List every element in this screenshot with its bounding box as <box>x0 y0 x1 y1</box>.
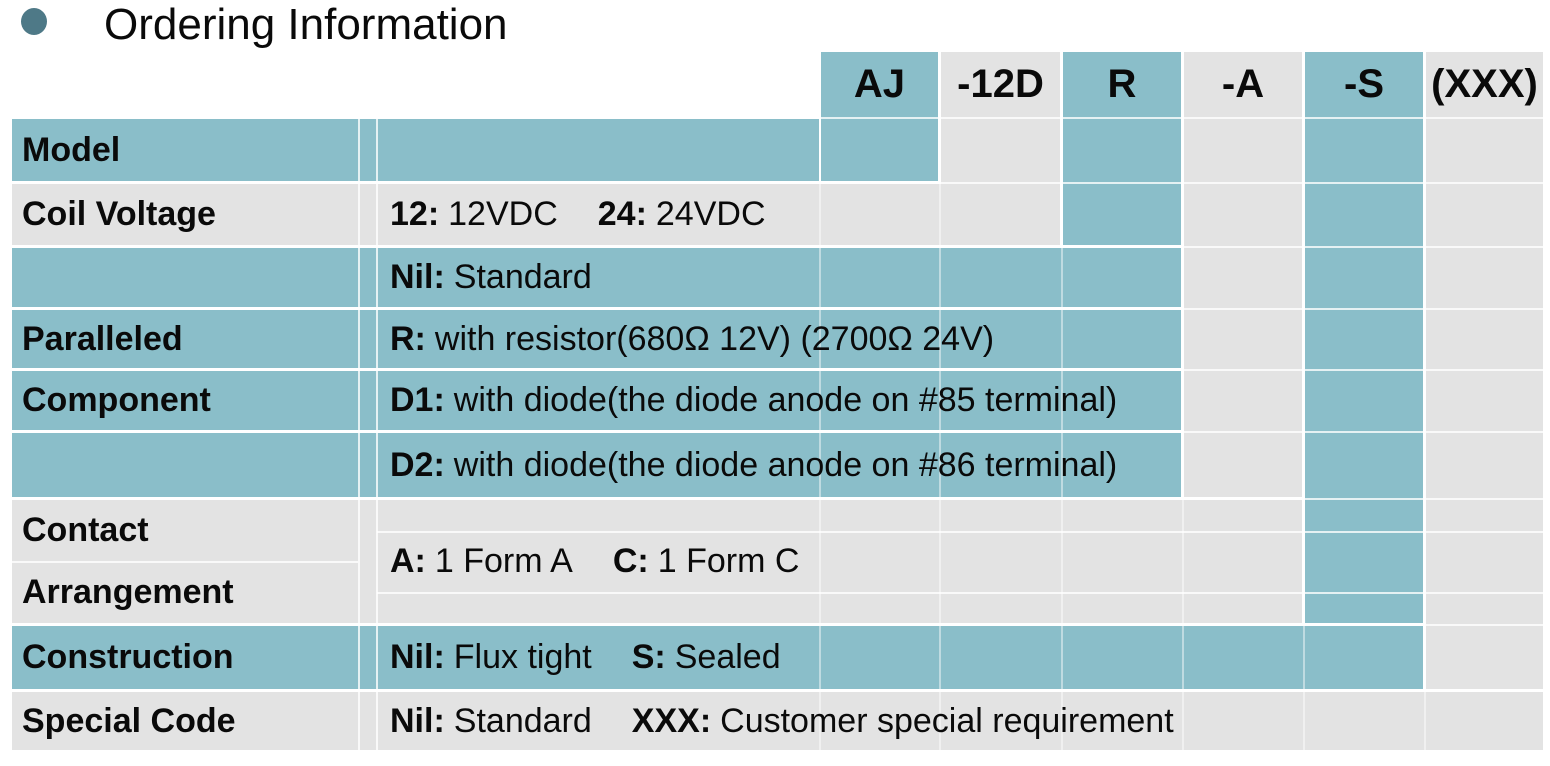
option-desc: 24VDC <box>655 195 766 233</box>
grid-line <box>1182 52 1184 750</box>
grid-line <box>376 119 378 750</box>
grid-line <box>377 592 1543 594</box>
grid-line <box>12 431 1543 433</box>
option-code: Nil: <box>390 638 445 676</box>
option-code: D2: <box>390 445 445 484</box>
grid-line <box>1424 52 1426 750</box>
special-code-options: Nil:Standard XXX:Customer special require… <box>390 692 1174 750</box>
part-code-segment-coil-voltage: -12D <box>957 62 1044 106</box>
row-label-contact: Contact <box>22 511 149 549</box>
construction-options: Nil:Flux tight S:Sealed <box>390 626 781 689</box>
coil-voltage-options: 12:12VDC 24:24VDC <box>390 184 766 245</box>
paralleled-subrow-d1 <box>12 371 1181 430</box>
part-code-segment-construction: -S <box>1344 62 1384 106</box>
option-desc: 1 Form C <box>657 542 800 580</box>
option-code: XXX: <box>631 701 712 740</box>
grid-line <box>939 52 941 750</box>
grid-line <box>819 119 821 750</box>
column-strip-paralleled-code <box>1063 52 1181 245</box>
option-code: 24: <box>597 195 647 233</box>
row-label-paralleled: Paralleled <box>22 319 183 358</box>
column-strip-construction-code <box>1305 52 1423 623</box>
paralleled-subrow-nil <box>12 248 1181 307</box>
paralleled-subrow-d2 <box>12 433 1181 497</box>
row-label-model: Model <box>22 130 121 169</box>
model-row-band <box>12 119 819 181</box>
grid-line <box>358 119 360 750</box>
grid-line <box>1303 52 1305 750</box>
section-bullet-icon <box>21 8 47 35</box>
grid-line <box>12 246 1543 248</box>
page-title: Ordering Information <box>104 0 508 49</box>
option-desc: 1 Form A <box>434 542 573 580</box>
row-label-special-code: Special Code <box>22 701 236 740</box>
option-desc: 12VDC <box>448 195 558 233</box>
paralleled-option-d1: D1:with diode(the diode anode on #85 ter… <box>390 371 1117 430</box>
option-desc: with diode(the diode anode on #86 termin… <box>453 445 1118 484</box>
grid-line <box>12 624 1543 626</box>
option-desc: Customer special requirement <box>720 701 1174 740</box>
option-code: Nil: <box>390 701 445 740</box>
grid-line <box>12 690 1543 692</box>
part-code-segment-paralleled: R <box>1107 62 1137 106</box>
column-strip-model-code <box>821 52 938 181</box>
option-code: S: <box>631 638 666 676</box>
part-code-segment-model: AJ <box>853 62 906 106</box>
option-desc: Flux tight <box>453 638 592 676</box>
part-code-segment-contact: -A <box>1221 62 1265 106</box>
option-code: R: <box>390 319 426 358</box>
grid-line <box>12 369 1543 371</box>
option-code: C: <box>612 542 649 580</box>
grid-line <box>12 561 358 563</box>
construction-row-band <box>12 626 1423 689</box>
option-desc: Standard <box>453 258 592 296</box>
grid-line <box>377 531 1543 533</box>
option-code: 12: <box>390 195 440 233</box>
option-code: A: <box>390 542 426 580</box>
paralleled-subrow-r <box>12 310 1181 368</box>
part-code-segment-special: (XXX) <box>1431 62 1538 106</box>
option-code: Nil: <box>390 258 445 296</box>
grid-line <box>12 308 1543 310</box>
option-desc: Sealed <box>674 638 781 676</box>
option-desc: Standard <box>453 701 592 740</box>
coil-voltage-row-band <box>12 184 1060 245</box>
grid-line <box>12 182 1543 184</box>
contact-arrangement-options: A:1 Form A C:1 Form C <box>390 500 799 623</box>
row-label-arrangement: Arrangement <box>22 573 234 611</box>
paralleled-option-nil: Nil:Standard <box>390 248 592 307</box>
row-label-component: Component <box>22 381 211 419</box>
row-label-coil-voltage: Coil Voltage <box>22 195 216 233</box>
option-desc: with resistor(680Ω 12V) (2700Ω 24V) <box>434 319 995 358</box>
special-code-row-band <box>12 692 1543 750</box>
row-label-construction: Construction <box>22 638 234 676</box>
option-desc: with diode(the diode anode on #85 termin… <box>453 381 1118 419</box>
option-code: D1: <box>390 381 445 419</box>
grid-line <box>12 498 1543 500</box>
grid-line <box>821 117 1543 119</box>
column-strip-contact-code <box>1184 52 1302 497</box>
paralleled-option-d2: D2:with diode(the diode anode on #86 ter… <box>390 433 1117 497</box>
paralleled-option-r: R:with resistor(680Ω 12V) (2700Ω 24V) <box>390 310 994 368</box>
grid-line <box>1061 52 1063 750</box>
